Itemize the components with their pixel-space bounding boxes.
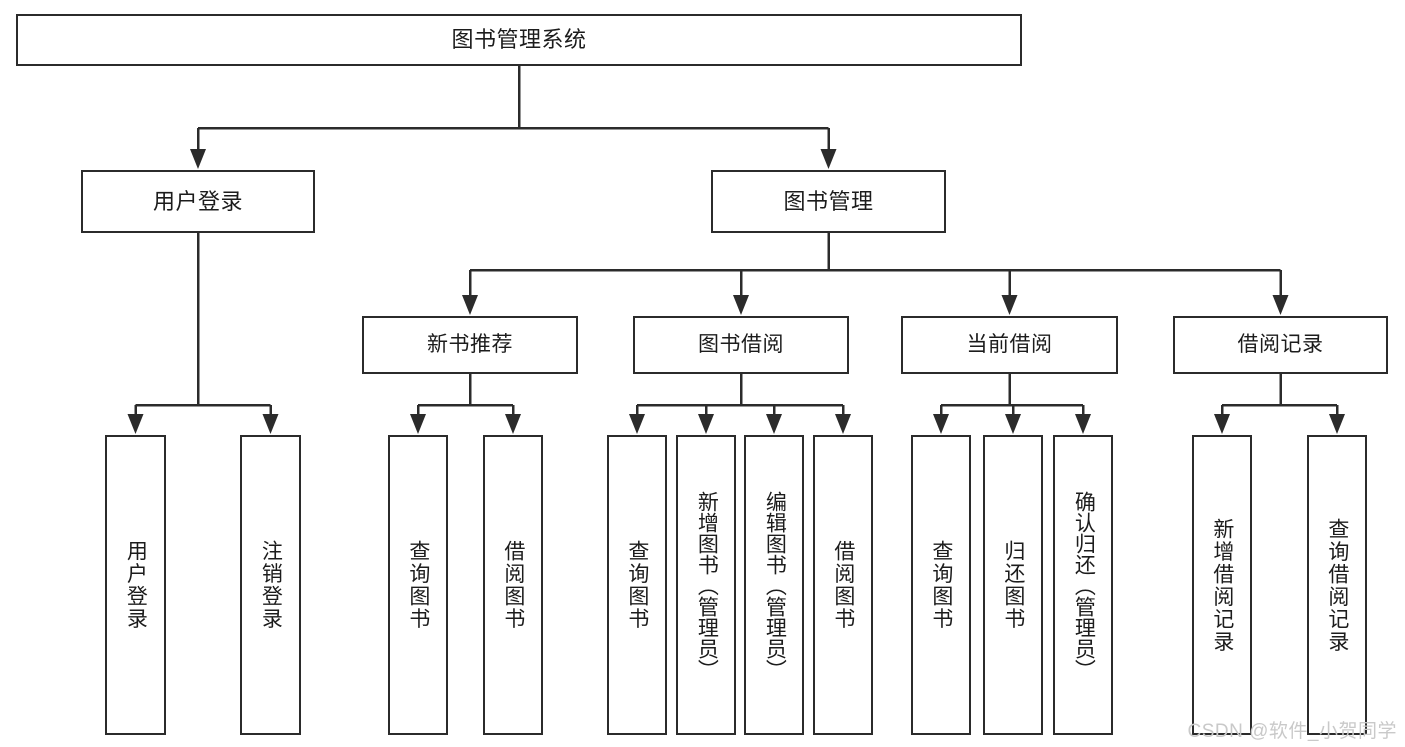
node-login[interactable]: 用户登录 — [81, 170, 315, 233]
arrowhead — [127, 414, 144, 434]
node-records[interactable]: 借阅记录 — [1173, 316, 1388, 374]
arrowhead — [190, 149, 206, 169]
node-l-nb-borrow[interactable]: 借阅图书 — [483, 435, 543, 735]
node-label: 查询图书 — [625, 540, 649, 630]
arrowhead — [1214, 414, 1230, 434]
arrowhead — [1329, 414, 1345, 434]
node-label: 查询图书 — [929, 540, 953, 630]
node-bookmgmt[interactable]: 图书管理 — [711, 170, 946, 233]
node-l-c-query[interactable]: 查询图书 — [911, 435, 971, 735]
arrowhead — [1001, 295, 1018, 315]
arrowhead — [462, 295, 478, 315]
node-l-logout[interactable]: 注销登录 — [240, 435, 301, 735]
node-newbook[interactable]: 新书推荐 — [362, 316, 578, 374]
node-l-r-add[interactable]: 新增借阅记录 — [1192, 435, 1252, 735]
arrowhead — [262, 414, 279, 434]
node-label: 编辑图书（管理员） — [763, 490, 787, 680]
node-label: 用户登录 — [124, 540, 148, 630]
node-l-b-add[interactable]: 新增图书（管理员） — [676, 435, 736, 735]
arrowhead — [933, 414, 949, 434]
node-l-b-borrow[interactable]: 借阅图书 — [813, 435, 873, 735]
node-l-b-query[interactable]: 查询图书 — [607, 435, 667, 735]
node-label: 借阅图书 — [831, 540, 855, 630]
arrowhead — [1272, 295, 1289, 315]
node-root[interactable]: 图书管理系统 — [16, 14, 1022, 66]
node-label: 用户登录 — [152, 188, 243, 214]
node-label: 新增图书（管理员） — [695, 490, 719, 680]
node-label: 新增借阅记录 — [1210, 517, 1234, 653]
node-label: 查询图书 — [406, 540, 430, 630]
node-l-b-edit[interactable]: 编辑图书（管理员） — [744, 435, 804, 735]
node-label: 查询借阅记录 — [1325, 517, 1349, 653]
arrowhead — [1005, 414, 1021, 434]
node-l-c-return[interactable]: 归还图书 — [983, 435, 1043, 735]
node-l-login[interactable]: 用户登录 — [105, 435, 166, 735]
arrowhead — [1075, 414, 1091, 434]
arrowhead — [410, 414, 426, 434]
arrowhead — [505, 414, 521, 434]
node-label: 图书管理 — [783, 188, 874, 214]
node-borrow[interactable]: 图书借阅 — [633, 316, 849, 374]
node-label: 借阅图书 — [501, 540, 525, 630]
arrowhead — [698, 414, 714, 434]
watermark: CSDN @软件_小贺同学 — [1187, 721, 1397, 742]
node-label: 图书借阅 — [698, 332, 784, 356]
node-l-r-query[interactable]: 查询借阅记录 — [1307, 435, 1367, 735]
arrowhead — [835, 414, 851, 434]
node-label: 借阅记录 — [1237, 332, 1324, 356]
node-l-nb-query[interactable]: 查询图书 — [388, 435, 448, 735]
node-l-c-confirm[interactable]: 确认归还（管理员） — [1053, 435, 1113, 735]
arrowhead — [820, 149, 837, 169]
node-current[interactable]: 当前借阅 — [901, 316, 1118, 374]
arrowhead — [733, 295, 749, 315]
node-label: 确认归还（管理员） — [1072, 490, 1096, 680]
node-label: 注销登录 — [259, 540, 283, 630]
node-label: 新书推荐 — [427, 332, 513, 356]
arrowhead — [629, 414, 645, 434]
node-label: 图书管理系统 — [451, 27, 587, 53]
node-label: 归还图书 — [1001, 540, 1025, 630]
node-label: 当前借阅 — [966, 332, 1053, 356]
arrowhead — [766, 414, 782, 434]
